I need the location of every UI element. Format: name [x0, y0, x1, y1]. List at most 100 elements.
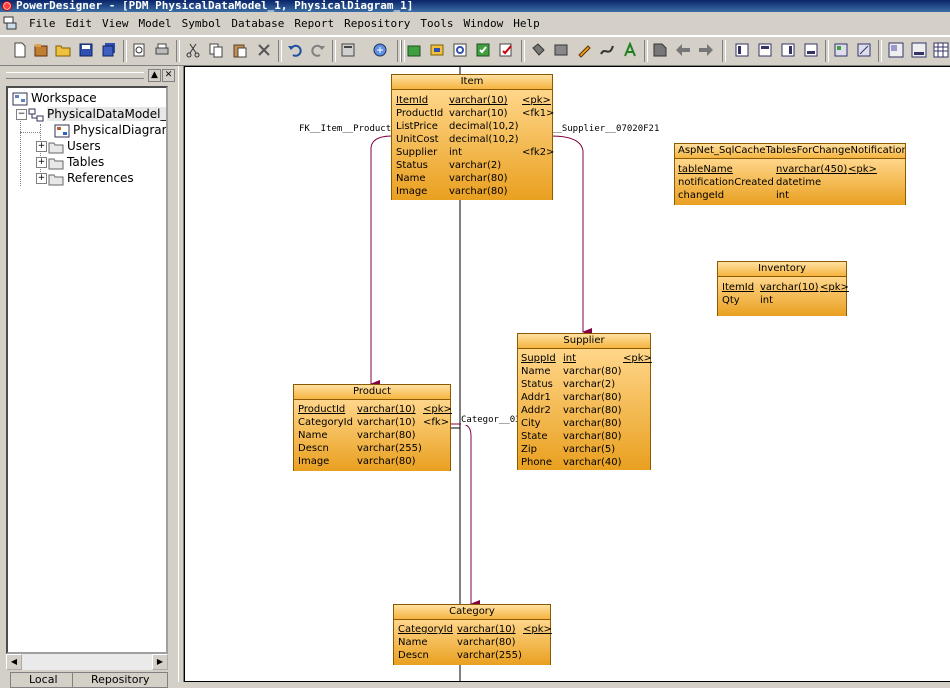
menu-file[interactable]: File — [29, 17, 56, 30]
line-style-icon[interactable] — [599, 42, 615, 58]
font-icon[interactable] — [622, 42, 638, 58]
view-icon-3[interactable] — [780, 42, 796, 58]
menu-edit[interactable]: Edit — [65, 17, 93, 30]
tree-expander[interactable]: + — [36, 173, 47, 184]
tab-local-label: Local — [29, 673, 58, 686]
scroll-left-button[interactable]: ◀ — [6, 654, 22, 670]
browser-icon[interactable] — [372, 42, 388, 58]
workspace-icon — [12, 92, 28, 105]
paste-icon[interactable] — [232, 42, 248, 58]
column-name: City — [521, 418, 541, 429]
view-icon-2[interactable] — [757, 42, 773, 58]
reference-label-item-supplier[interactable]: __Supplier__07020F21 — [551, 124, 660, 134]
document-icon[interactable] — [3, 16, 17, 30]
panel-splitter[interactable] — [178, 66, 184, 682]
column-type: int — [563, 353, 577, 364]
menu-report[interactable]: Report — [294, 17, 335, 30]
column-key: <pk> — [523, 624, 552, 635]
save-all-icon[interactable] — [101, 42, 117, 58]
tree-expander[interactable]: + — [36, 157, 47, 168]
arrow-left-icon[interactable] — [675, 42, 691, 58]
panel-close-button[interactable]: ✕ — [162, 69, 175, 82]
column-type: decimal(10,2) — [449, 134, 519, 145]
image-icon[interactable] — [553, 42, 569, 58]
menu-repository[interactable]: Repository — [344, 17, 411, 30]
save-icon[interactable] — [78, 42, 94, 58]
column-key: <pk> — [522, 95, 551, 106]
open-icon[interactable] — [55, 42, 71, 58]
column-name: CategoryId — [398, 624, 453, 635]
reference-label-item-product[interactable]: FK__Item__ProductId — [299, 124, 402, 134]
undo-icon[interactable] — [287, 42, 303, 58]
diagram-canvas[interactable]: FK__Item__ProductId __Supplier__07020F21… — [184, 66, 950, 682]
tree-item-model[interactable]: PhysicalDataModel_1 * — [28, 106, 166, 122]
column-type: varchar(80) — [563, 366, 622, 377]
panel-minimize-button[interactable]: ▲ — [148, 69, 161, 82]
table-title: Supplier — [518, 334, 650, 349]
folder-icon[interactable] — [406, 42, 422, 58]
column-key: <fk> — [423, 417, 450, 428]
tree-item-diagram[interactable]: PhysicalDiagram_1 — [54, 122, 166, 138]
tree-item-workspace[interactable]: Workspace — [12, 90, 97, 106]
scroll-right-button[interactable]: ▶ — [152, 654, 168, 670]
panel-grip[interactable] — [6, 72, 144, 79]
menu-help[interactable]: Help — [513, 17, 540, 30]
view-icon-7[interactable] — [888, 42, 904, 58]
menu-symbol[interactable]: Symbol — [181, 17, 222, 30]
properties-icon[interactable] — [340, 42, 356, 58]
tree-line — [20, 132, 40, 133]
delete-icon[interactable] — [256, 42, 272, 58]
arrow-right-icon[interactable] — [698, 42, 714, 58]
tree-expander[interactable]: + — [36, 141, 47, 152]
tree-expander[interactable]: − — [16, 109, 27, 120]
menu-model[interactable]: Model — [138, 17, 172, 30]
view-icon-6[interactable] — [856, 42, 872, 58]
column-type: nvarchar(450) — [776, 164, 848, 175]
tree-item-references[interactable]: References — [48, 170, 134, 186]
column-name: Status — [521, 379, 553, 390]
align-icon[interactable] — [652, 42, 668, 58]
tree-horizontal-scrollbar[interactable]: ◀ ▶ — [6, 654, 168, 670]
menu-window[interactable]: Window — [463, 17, 504, 30]
open-project-icon[interactable] — [33, 42, 49, 58]
copy-icon[interactable] — [208, 42, 224, 58]
print-preview-icon[interactable] — [131, 42, 147, 58]
view-icon-8[interactable] — [911, 42, 927, 58]
check-model-icon[interactable] — [475, 42, 491, 58]
cut-icon[interactable] — [185, 42, 201, 58]
menu-database[interactable]: Database — [231, 17, 285, 30]
column-type: varchar(10) — [357, 404, 416, 415]
tree-item-tables[interactable]: Tables — [48, 154, 104, 170]
reference-label-product-category[interactable]: Categor__03 — [461, 415, 521, 425]
title-bar: PowerDesigner - [PDM PhysicalDataModel_1… — [0, 0, 950, 12]
pen-icon[interactable] — [576, 42, 592, 58]
check-model-icon-2[interactable] — [498, 42, 514, 58]
new-icon[interactable] — [12, 42, 28, 58]
column-name: ItemId — [396, 95, 429, 106]
tab-repository[interactable]: Repository — [72, 672, 168, 688]
generate-icon[interactable] — [429, 42, 445, 58]
reference-item-product[interactable] — [370, 135, 393, 388]
menu-tools[interactable]: Tools — [420, 17, 454, 30]
view-icon-4[interactable] — [803, 42, 819, 58]
column-name: Descn — [298, 443, 329, 454]
fill-icon[interactable] — [530, 42, 546, 58]
view-icon-9[interactable] — [933, 42, 949, 58]
table-aspnet-sqlcache[interactable]: AspNet_SqlCacheTablesForChangeNotificati… — [674, 143, 906, 205]
redo-icon[interactable] — [310, 42, 326, 58]
print-icon[interactable] — [154, 42, 170, 58]
view-icon-1[interactable] — [734, 42, 750, 58]
tree-line — [40, 124, 41, 184]
table-title: Category — [394, 605, 550, 620]
tree-item-users[interactable]: Users — [48, 138, 101, 154]
reference-item-supplier[interactable] — [550, 135, 592, 336]
menu-view[interactable]: View — [102, 17, 129, 30]
view-icon-5[interactable] — [833, 42, 849, 58]
tab-local[interactable]: Local — [10, 672, 76, 688]
refresh-icon[interactable] — [452, 42, 468, 58]
